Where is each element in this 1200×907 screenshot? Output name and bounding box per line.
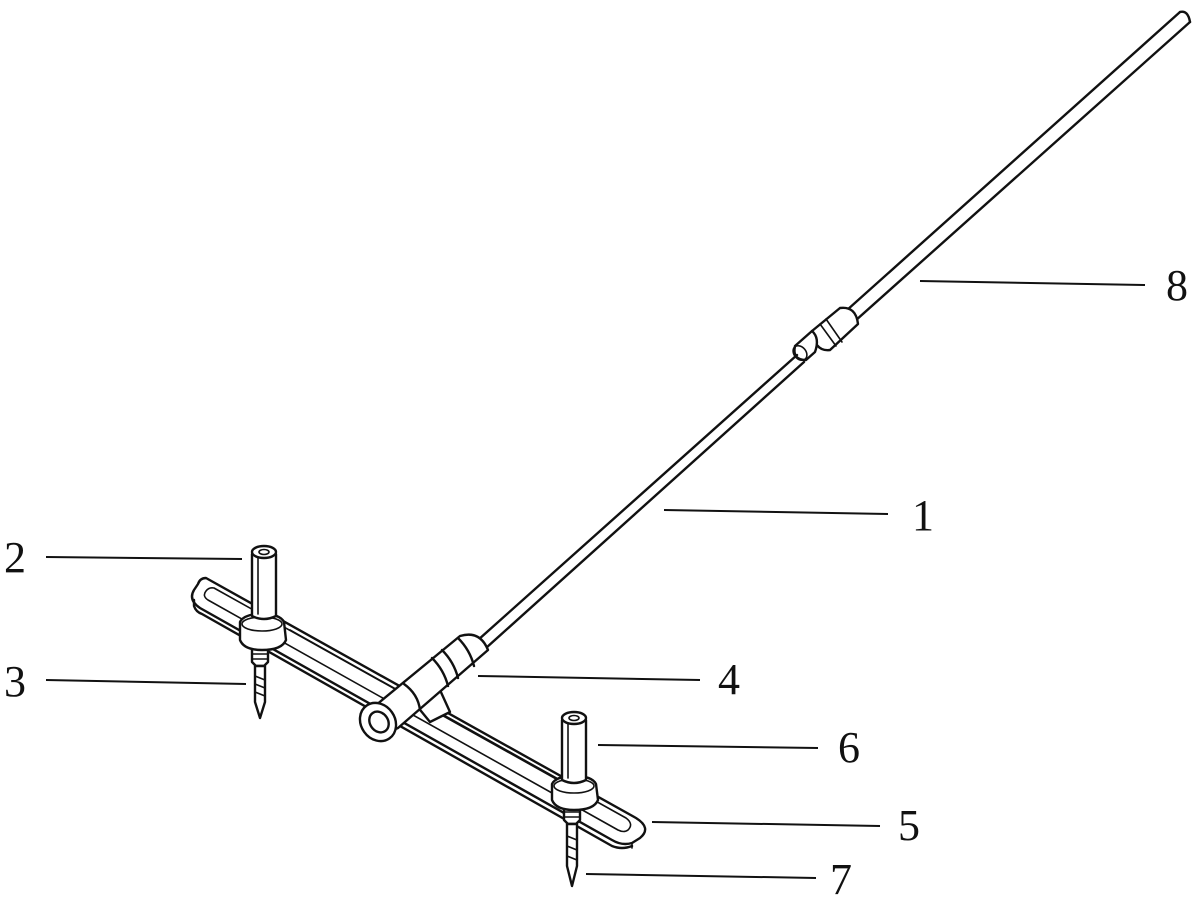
rod <box>476 353 806 650</box>
extension-rod <box>816 10 1192 348</box>
label-5: 5 <box>898 801 920 850</box>
label-6: 6 <box>838 723 860 772</box>
left-pin <box>250 646 270 720</box>
rod-coupling <box>792 306 860 362</box>
leader-line-8 <box>919 280 1146 286</box>
label-1: 1 <box>912 491 934 540</box>
label-8: 8 <box>1166 261 1188 310</box>
leader-line-1 <box>663 509 889 515</box>
leader-line-3 <box>45 679 247 685</box>
label-3: 3 <box>4 657 26 706</box>
right-pin <box>562 804 582 888</box>
label-4: 4 <box>718 655 740 704</box>
label-7: 7 <box>830 855 852 902</box>
leader-line-5 <box>651 821 881 827</box>
leader-line-6 <box>597 744 819 749</box>
leader-line-7 <box>585 873 817 879</box>
label-2: 2 <box>4 533 26 582</box>
pivot-sleeve <box>358 633 490 743</box>
left-upright-post <box>250 544 278 621</box>
right-upright-post <box>560 710 588 785</box>
leader-line-2 <box>45 556 243 560</box>
leader-line-4 <box>477 675 701 681</box>
